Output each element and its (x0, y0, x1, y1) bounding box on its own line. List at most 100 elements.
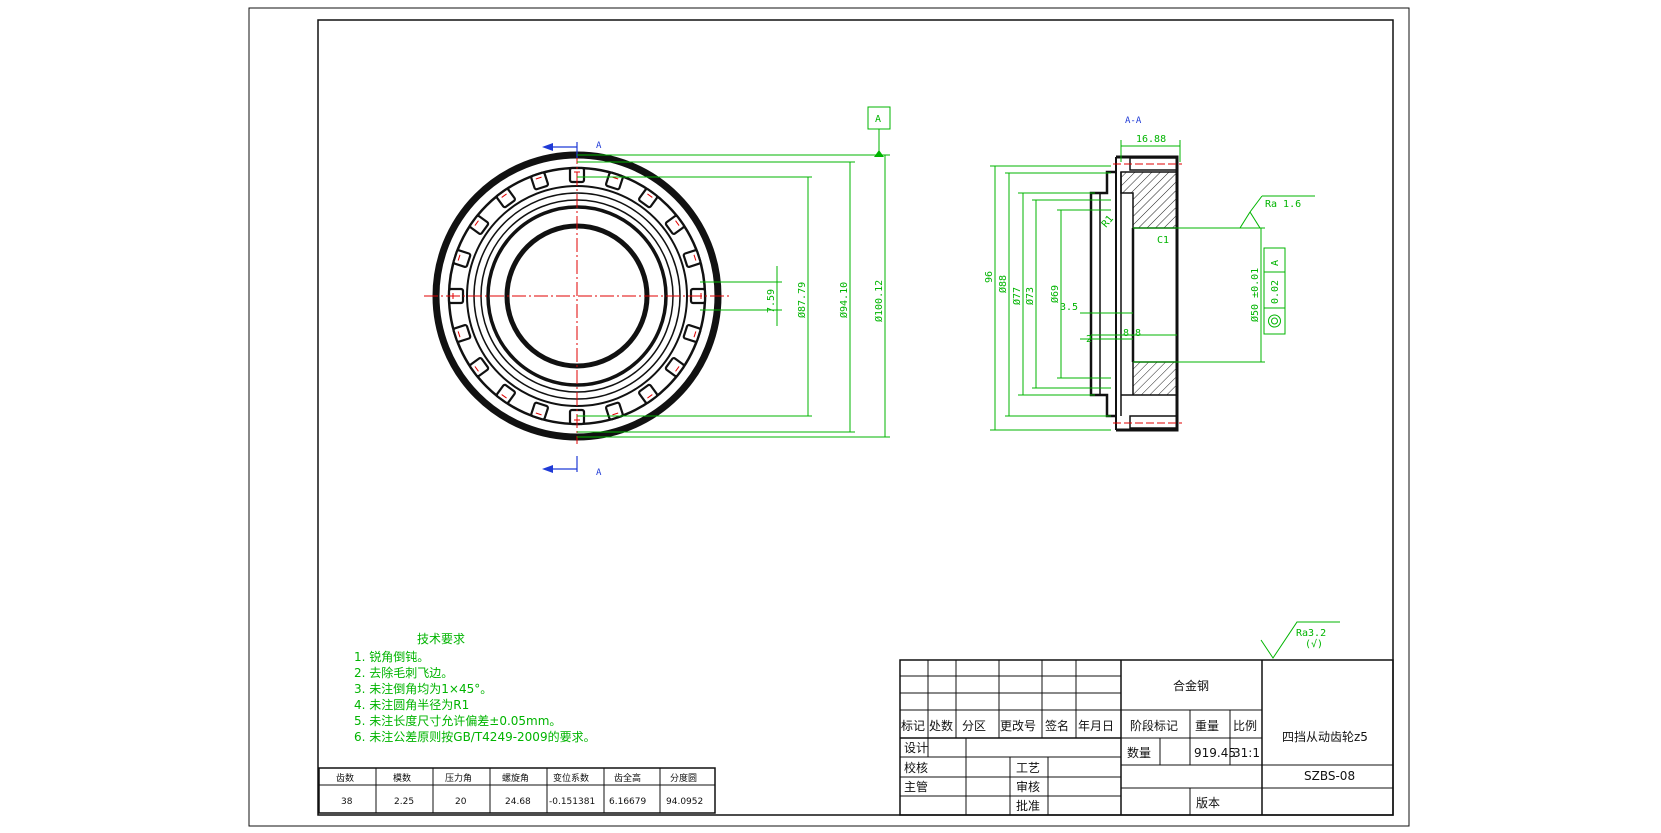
section-dimensions (990, 140, 1315, 431)
gear-teeth (447, 166, 707, 426)
svg-text:Ra3.2: Ra3.2 (1296, 628, 1326, 639)
svg-text:分区: 分区 (962, 719, 986, 733)
dim-88: Ø88 (997, 275, 1009, 293)
svg-text:更改号: 更改号 (1000, 719, 1036, 733)
param-header: 压力角 (445, 772, 472, 784)
dim-7-59: 7.59 (766, 289, 777, 313)
gear-tooth-slot (530, 171, 550, 191)
dim-69: Ø69 (1049, 285, 1061, 303)
dim-77: Ø77 (1011, 287, 1023, 305)
gear-tooth-mark (474, 366, 479, 372)
tech-requirements: 技术要求 1. 锐角倒钝。 2. 去除毛刺飞边。 3. 未注倒角均为1×45°。… (354, 632, 596, 744)
param-header: 分度圆 (670, 772, 697, 784)
svg-text:校核: 校核 (904, 760, 928, 775)
param-value: -0.151381 (549, 797, 595, 807)
dim-3-5: 3.5 (1060, 302, 1078, 313)
param-value: 24.68 (505, 797, 531, 807)
svg-text:标记: 标记 (901, 719, 925, 733)
dim-50: Ø50 ±0.01 (1249, 268, 1261, 322)
gear-tooth-mark (457, 331, 461, 338)
general-roughness: Ra3.2 (√) (1260, 621, 1340, 659)
svg-text:审核: 审核 (1016, 779, 1040, 794)
param-header: 模数 (393, 772, 411, 784)
front-view: A A (424, 141, 730, 478)
gear-tooth-slot (682, 323, 702, 343)
gear-tooth-mark (501, 394, 507, 399)
gear-tooth-slot (604, 171, 624, 191)
gear-tooth-mark (675, 366, 680, 372)
tech-item: 1. 锐角倒钝。 (354, 650, 429, 664)
dim-r1: R1 (1100, 214, 1116, 230)
gear-tooth-slot (469, 214, 490, 235)
gear-tooth-mark (457, 254, 461, 261)
gear-tooth-slot (638, 188, 659, 209)
svg-text:工艺: 工艺 (1016, 761, 1040, 775)
param-value: 2.25 (394, 797, 414, 807)
dim-96: 96 (984, 271, 995, 283)
svg-text:签名: 签名 (1045, 718, 1069, 733)
dim-c1: C1 (1157, 235, 1169, 246)
dim-87-79: Ø87.79 (796, 282, 808, 318)
part-name: 四挡从动齿轮z5 (1282, 730, 1368, 744)
dim-73: Ø73 (1024, 287, 1036, 305)
gear-tooth-slot (495, 383, 516, 404)
svg-text:版本: 版本 (1196, 796, 1220, 810)
outer-border (248, 7, 1410, 827)
svg-text:A: A (596, 141, 602, 151)
gear-tooth-mark (693, 254, 697, 261)
dim-8-8: 8.8 (1123, 328, 1141, 339)
gear-tooth-slot (604, 401, 624, 421)
gear-param-table: 齿数 模数 压力角 螺旋角 变位系数 齿全高 分度圆 38 2.25 20 24… (318, 767, 716, 814)
gear-tooth-slot (664, 214, 685, 235)
gear-tooth-mark (675, 220, 680, 226)
svg-text:处数: 处数 (929, 718, 953, 733)
svg-text:A: A (1270, 260, 1281, 266)
param-header: 齿全高 (614, 772, 641, 784)
roughness-ra16: Ra 1.6 (1265, 199, 1301, 210)
svg-text:重量: 重量 (1195, 719, 1219, 733)
svg-text:A: A (596, 468, 602, 478)
dim-94-10: Ø94.10 (838, 282, 850, 318)
svg-text:0.02: 0.02 (1270, 280, 1281, 304)
tech-item: 2. 去除毛刺飞边。 (354, 665, 453, 680)
svg-text:设计: 设计 (904, 741, 928, 755)
gear-tooth-slot (452, 249, 472, 269)
gear-tooth-mark (693, 331, 697, 338)
svg-text:阶段标记: 阶段标记 (1130, 718, 1178, 733)
gear-tooth-mark (535, 412, 542, 416)
gear-tooth-mark (501, 193, 507, 198)
svg-text:919.45: 919.45 (1194, 746, 1236, 760)
gear-tooth-mark (474, 220, 479, 226)
material: 合金钢 (1173, 678, 1209, 693)
svg-text:批准: 批准 (1016, 798, 1040, 813)
svg-text:A: A (875, 114, 881, 125)
param-value: 20 (455, 797, 467, 807)
svg-text:31:1: 31:1 (1233, 746, 1260, 760)
tech-item: 6. 未注公差原则按GB/T4249-2009的要求。 (354, 729, 596, 744)
gear-tooth-slot (638, 383, 659, 404)
param-header: 变位系数 (553, 772, 589, 784)
gear-tooth-mark (647, 193, 653, 198)
tech-item: 3. 未注倒角均为1×45°。 (354, 681, 492, 696)
tech-item: 5. 未注长度尺寸允许偏差±0.05mm。 (354, 713, 561, 728)
dim-16-88: 16.88 (1136, 134, 1166, 145)
gear-tooth-slot (469, 357, 490, 378)
tolerance-frame: A 0.02 (1263, 247, 1286, 335)
section-view: A-A (1089, 116, 1182, 432)
drawing-number: SZBS-08 (1304, 769, 1355, 783)
svg-text:(√): (√) (1305, 638, 1323, 650)
datum-a: A (867, 106, 891, 157)
param-header: 螺旋角 (502, 772, 529, 784)
tech-title: 技术要求 (417, 632, 465, 646)
gear-tooth-mark (535, 176, 542, 180)
gear-tooth-mark (647, 394, 653, 399)
param-value: 94.0952 (666, 797, 703, 807)
dim-100-12: Ø100.12 (873, 280, 885, 322)
gear-tooth-mark (612, 412, 619, 416)
inner-border (317, 19, 1394, 816)
gear-tooth-slot (530, 401, 550, 421)
svg-text:主管: 主管 (904, 779, 928, 794)
svg-text:年月日: 年月日 (1078, 719, 1114, 733)
title-block-text: 合金钢 四挡从动齿轮z5 SZBS-08 标记 处数 分区 更改号 签名 年月日… (901, 678, 1368, 813)
